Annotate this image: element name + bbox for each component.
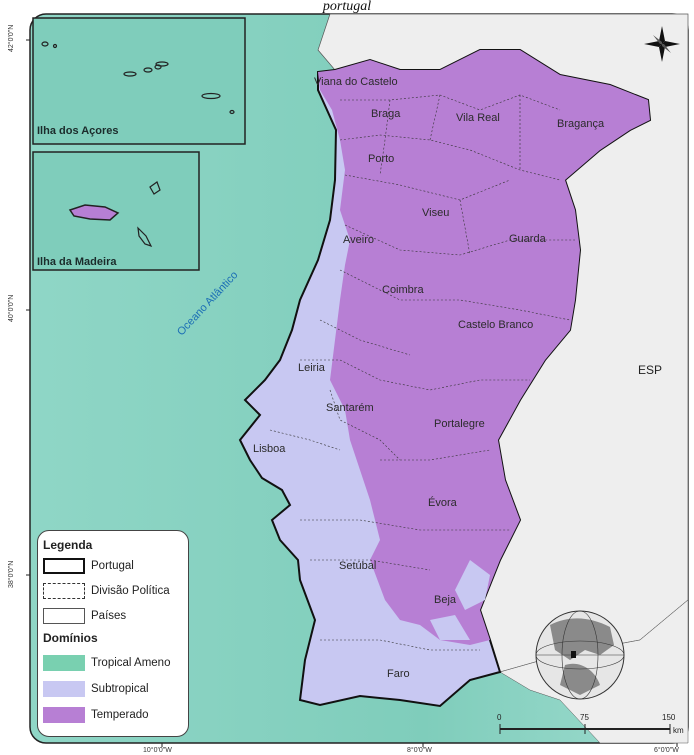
region-label: Portalegre (434, 418, 485, 430)
legend-swatch-tropical (43, 655, 85, 671)
legend-swatch-temperado (43, 707, 85, 723)
region-label: Évora (428, 497, 457, 509)
scale-tick-label: 0 (497, 713, 502, 722)
azores-islands (41, 41, 235, 115)
lon-label: 6°0'0"W (654, 747, 679, 754)
region-label: Bragança (557, 118, 605, 130)
globe-locator-icon (535, 610, 625, 700)
scale-tick-label: 75 (580, 713, 589, 722)
region-label: Vila Real (456, 112, 500, 124)
legend-domain-tropical: Tropical Ameno (43, 654, 170, 672)
legend-domain-subtropical: Subtropical (43, 680, 149, 698)
legend-domain-temperado: Temperado (43, 706, 149, 724)
region-label: Lisboa (253, 443, 286, 455)
district-borders (269, 94, 575, 651)
legend-swatch-divisao (43, 583, 85, 599)
region-label: Porto (368, 153, 395, 165)
region-label: Aveiro (343, 234, 374, 246)
country-label: ESP (638, 363, 663, 377)
legend-domains-title: Domínios (43, 631, 98, 645)
region-label: Leiria (298, 362, 325, 374)
legend-item-portugal: Portugal (43, 557, 134, 575)
legend-swatch-subtropical (43, 681, 85, 697)
lat-label: 38°0'0"N (8, 560, 15, 588)
madeira-island (68, 204, 120, 221)
lat-label: 40°0'0"N (8, 294, 15, 322)
legend-swatch-portugal (43, 558, 85, 574)
legend-label: Subtropical (91, 683, 149, 695)
azores-inset-frame (32, 17, 246, 145)
madeira-inset-title: Ilha da Madeira (37, 256, 117, 268)
legend-item-paises: Países (43, 607, 126, 625)
lat-label: 42°0'0"N (8, 24, 15, 52)
map-legend: Legenda Portugal Divisão Política Países… (37, 530, 189, 737)
legend-label: Divisão Política (91, 585, 170, 597)
legend-label: Temperado (91, 709, 149, 721)
temperado-area (318, 50, 650, 645)
scale-unit: km (673, 726, 684, 735)
region-label: Guarda (509, 233, 546, 245)
region-label: Braga (371, 108, 401, 120)
legend-item-divisao: Divisão Política (43, 582, 170, 600)
subtropical-patch-2 (430, 615, 470, 640)
region-label: Beja (434, 594, 457, 606)
legend-title: Legenda (43, 538, 93, 552)
compass-rose-icon (644, 26, 680, 62)
lon-label: 10°0'0"W (143, 747, 172, 754)
legend-label: Portugal (91, 560, 134, 572)
page-title-fragment: portugal (322, 0, 372, 14)
region-label: Coimbra (382, 284, 424, 296)
region-label: Santarém (326, 402, 374, 414)
subtropical-patch (455, 560, 490, 610)
legend-label: Tropical Ameno (91, 657, 171, 669)
madeira-inset-frame (32, 151, 200, 271)
region-label: Faro (387, 668, 410, 680)
legend-swatch-paises (43, 608, 85, 624)
azores-inset-title: Ilha dos Açores (37, 125, 119, 137)
coordinate-ticks (26, 39, 678, 747)
region-label: Viseu (422, 207, 450, 219)
desertas-island (137, 226, 153, 248)
region-label: Castelo Branco (458, 319, 534, 331)
scale-tick-label: 150 (662, 713, 676, 722)
legend-label: Países (91, 610, 127, 622)
region-label: Viana do Castelo (314, 76, 398, 88)
lon-label: 8°0'0"W (407, 747, 432, 754)
region-label: Setúbal (339, 560, 377, 572)
scale-bar (499, 724, 671, 734)
porto-santo-island (149, 181, 161, 195)
